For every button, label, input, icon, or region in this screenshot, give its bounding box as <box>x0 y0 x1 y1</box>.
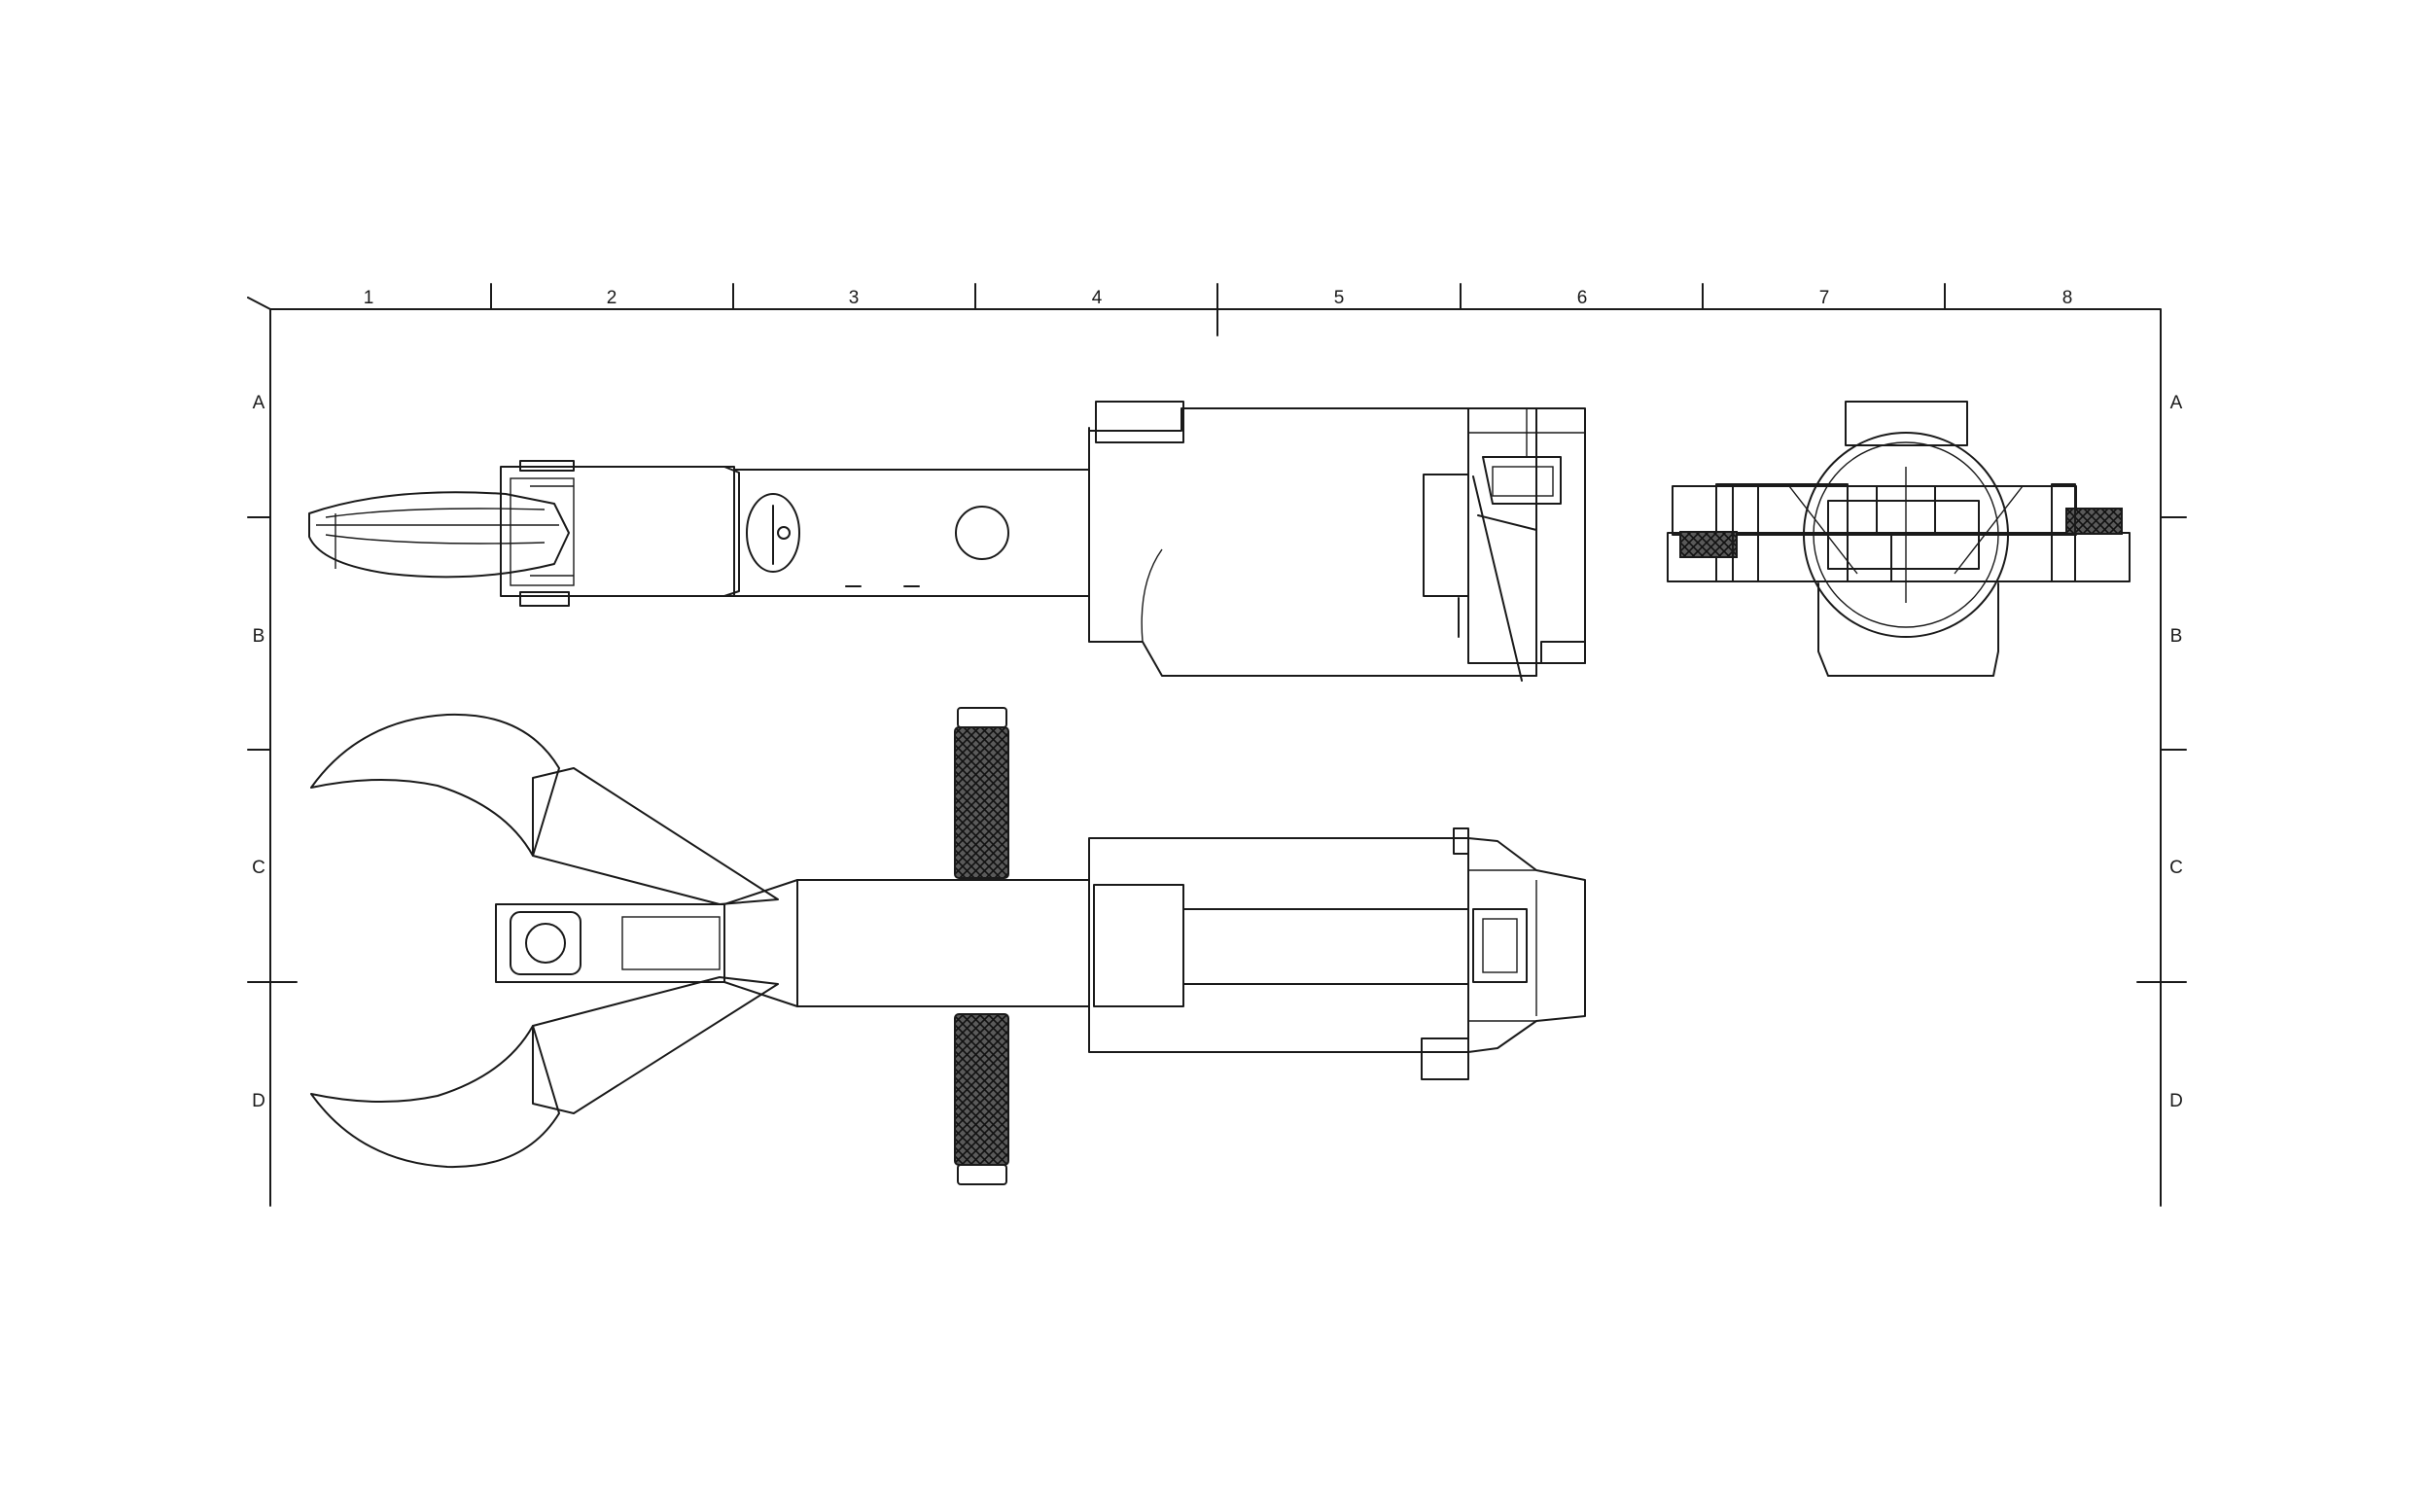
row-label-left: B <box>253 626 265 647</box>
side-view <box>308 401 1586 682</box>
row-label-right: D <box>2169 1091 2183 1111</box>
column-labels: 1 2 3 4 5 6 7 8 <box>364 288 2073 308</box>
row-label-right: A <box>2170 393 2183 413</box>
row-label-right: B <box>2170 626 2183 647</box>
drawing-frame <box>247 283 2187 1207</box>
column-label: 1 <box>364 288 374 308</box>
end-view <box>1667 401 2131 677</box>
top-view <box>310 707 1586 1185</box>
row-label-left: C <box>252 858 265 878</box>
row-labels: A B C D A B C D <box>252 393 2183 1111</box>
column-label: 7 <box>1819 288 1830 308</box>
column-label: 5 <box>1334 288 1345 308</box>
column-label: 4 <box>1092 288 1103 308</box>
row-label-left: A <box>253 393 265 413</box>
column-label: 6 <box>1577 288 1588 308</box>
row-label-right: C <box>2169 858 2183 878</box>
column-label: 2 <box>607 288 617 308</box>
column-label: 8 <box>2062 288 2073 308</box>
column-label: 3 <box>849 288 860 308</box>
row-label-left: D <box>252 1091 265 1111</box>
